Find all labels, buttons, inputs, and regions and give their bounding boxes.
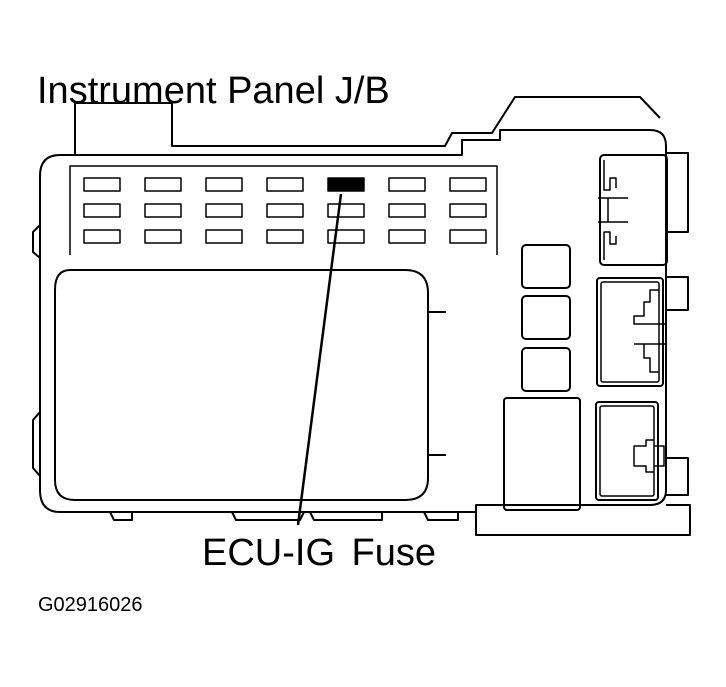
- fuse-slot: [266, 203, 304, 218]
- bottom-foot-1: [109, 511, 133, 521]
- ecu-ig-fuse-label: ECU-IG Fuse: [202, 532, 437, 574]
- fuse-grid: [83, 177, 487, 244]
- fuse-slot: [388, 177, 426, 192]
- right-latch-1: [666, 152, 689, 233]
- right-latch-2: [666, 276, 689, 311]
- ecu-ig-fuse: [327, 177, 365, 192]
- diagram-title: Instrument Panel J/B: [37, 70, 390, 112]
- housing-outline: [39, 129, 667, 513]
- fuse-slot: [83, 203, 121, 218]
- left-tab-upper: [32, 224, 41, 259]
- fuse-slot: [388, 229, 426, 244]
- fuse-slot: [449, 177, 487, 192]
- fuse-area-frame: [69, 165, 498, 255]
- bottom-right-extension: [475, 504, 691, 536]
- large-relay: [503, 397, 581, 511]
- left-tab-lower: [32, 411, 41, 477]
- fuse-slot: [205, 177, 243, 192]
- relay-cover-panel: [54, 269, 429, 501]
- bottom-foot-2: [231, 511, 305, 521]
- connector-3: [595, 401, 665, 501]
- bottom-foot-3: [309, 511, 383, 521]
- fuse-slot: [83, 177, 121, 192]
- fuse-slot: [205, 203, 243, 218]
- fuse-slot: [449, 229, 487, 244]
- small-relay-3: [521, 347, 571, 392]
- figure-id: G02916026: [38, 594, 143, 616]
- fuse-slot: [327, 229, 365, 244]
- small-relay-1: [521, 244, 571, 289]
- small-relay-2: [521, 295, 571, 340]
- callout-leader-line: [296, 193, 343, 526]
- fuse-slot: [83, 229, 121, 244]
- fuse-slot: [388, 203, 426, 218]
- fuse-slot: [327, 203, 365, 218]
- top-bracket-outline: [74, 96, 661, 155]
- connector-1: [598, 154, 668, 266]
- fuse-slot: [266, 229, 304, 244]
- fuse-slot: [144, 177, 182, 192]
- right-latch-3: [666, 457, 689, 496]
- fuse-slot: [144, 229, 182, 244]
- fuse-slot: [266, 177, 304, 192]
- fuse-slot: [144, 203, 182, 218]
- bottom-foot-4: [423, 511, 459, 521]
- fuse-slot: [205, 229, 243, 244]
- connector-2: [596, 277, 666, 387]
- fuse-slot: [449, 203, 487, 218]
